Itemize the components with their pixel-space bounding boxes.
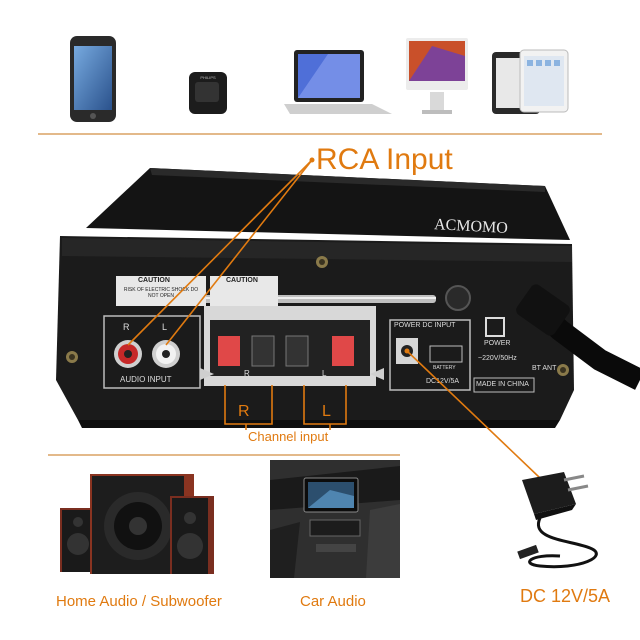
terminal-r-label: R bbox=[244, 369, 250, 378]
home-audio-caption: Home Audio / Subwoofer bbox=[56, 593, 222, 610]
dc-rating-label: DC12V/5A bbox=[426, 378, 460, 385]
made-in-label: MADE IN CHINA bbox=[476, 381, 529, 388]
car-audio-caption: Car Audio bbox=[300, 593, 366, 610]
audio-jack-l-label: L bbox=[162, 322, 168, 332]
tablet-icon bbox=[490, 48, 570, 118]
desktop-monitor-icon bbox=[402, 36, 472, 126]
ac-rating-label: ~220V/50Hz bbox=[478, 355, 517, 362]
laptop-icon bbox=[280, 48, 400, 118]
caution-label-right: CAUTION bbox=[226, 277, 258, 284]
terminal-l-label: L bbox=[322, 369, 327, 378]
bottom-divider bbox=[48, 454, 400, 456]
rca-input-label: RCA Input bbox=[316, 143, 453, 176]
car-audio-image bbox=[270, 460, 400, 578]
channel-l-label: L bbox=[322, 403, 331, 420]
power-label: POWER bbox=[484, 340, 511, 347]
svg-text:PHILIPS: PHILIPS bbox=[200, 75, 216, 80]
dc-adapter-caption: DC 12V/5A bbox=[520, 586, 611, 606]
top-divider bbox=[38, 133, 602, 135]
mp3-player-icon: PHILIPS bbox=[183, 68, 233, 118]
channel-input-label: Channel input bbox=[248, 429, 329, 444]
dc-power-adapter-icon bbox=[517, 472, 598, 569]
audio-input-caption: AUDIO INPUT bbox=[120, 375, 172, 384]
battery-label: BATTERY bbox=[433, 365, 456, 371]
audio-jack-r-label: R bbox=[123, 322, 130, 332]
bt-antenna-label: BT ANT bbox=[532, 365, 557, 372]
channel-r-label: R bbox=[238, 403, 250, 420]
caution-label-left-sub: RISK OF ELECTRIC SHOCK DO NOT OPEN bbox=[123, 287, 199, 299]
caution-label-left: CAUTION bbox=[138, 277, 170, 284]
smartphone-icon bbox=[66, 34, 126, 124]
power-dc-input-caption: POWER DC INPUT bbox=[394, 322, 456, 329]
home-audio-speakers-icon bbox=[60, 474, 214, 574]
